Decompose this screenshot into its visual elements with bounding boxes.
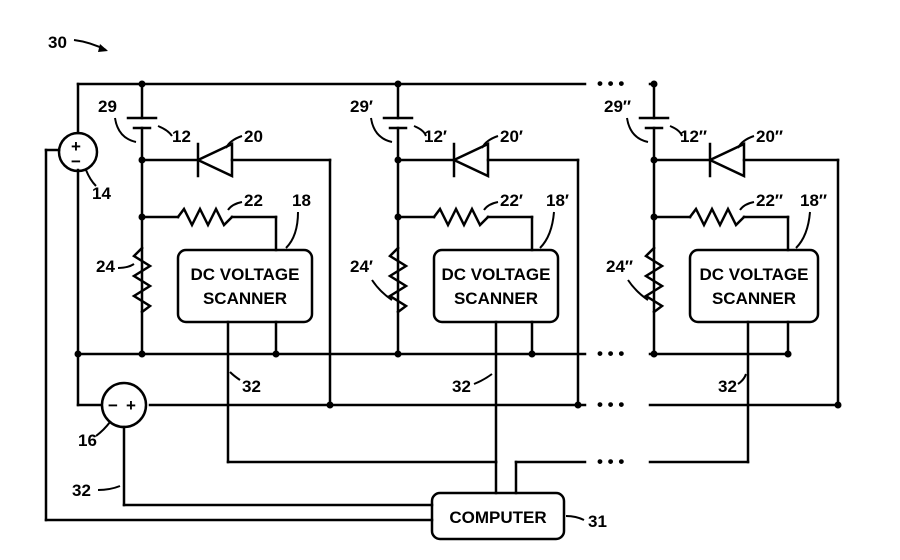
top-rail-ellipsis: • • • <box>597 74 624 93</box>
stage-3-scanner-box <box>688 248 820 324</box>
stage-3-resistor-top: 22″ <box>756 191 783 210</box>
stage-2-diode: 20′ <box>500 127 523 146</box>
figure-arrow-head <box>98 44 108 52</box>
stage-2-bus: 32 <box>452 377 471 396</box>
stage-2-battery-side: 29′ <box>350 97 373 116</box>
stage-1-scanner-ref: 18 <box>292 191 311 210</box>
voltage-source-14: + − 14 <box>57 131 111 203</box>
source-16-minus: − <box>108 396 118 415</box>
stage-1-bus: 32 <box>242 377 261 396</box>
stage-3-resistor-left: 24″ <box>606 257 633 276</box>
computer-ref: 31 <box>588 512 607 531</box>
stage-1: 29 12 20 22 DC VOLTAGE SCANNER 18 24 <box>96 80 334 464</box>
left-bus-ref: 32 <box>72 481 91 500</box>
stage-3-battery: 12″ <box>680 127 707 146</box>
stage-1-resistor-left: 24 <box>96 257 115 276</box>
computer-box: COMPUTER 31 <box>430 491 607 541</box>
stage-2-resistor-top: 22′ <box>500 191 523 210</box>
lower-rail-ellipsis: • • • <box>597 395 624 414</box>
stage-3-scanner-line1: DC VOLTAGE <box>700 265 809 284</box>
source-14-minus: − <box>71 152 81 171</box>
stage-2: 29′ 12′ 20′ 22′ DC VOLTAGE SCANNER 18′ 2… <box>350 80 582 464</box>
stage-3-diode: 20″ <box>756 127 783 146</box>
stage-2-scanner-ref: 18′ <box>546 191 569 210</box>
stage-3-battery-side: 29″ <box>604 97 631 116</box>
source-14-plus: + <box>71 137 81 156</box>
stage-1-scanner-line2: SCANNER <box>203 289 287 308</box>
figure-number: 30 <box>48 33 67 52</box>
stage-3-scanner-line2: SCANNER <box>712 289 796 308</box>
voltage-source-16: − + 16 <box>78 381 148 450</box>
stage-3-scanner-ref: 18″ <box>800 191 827 210</box>
stage-2-resistor-left: 24′ <box>350 257 373 276</box>
stage-2-battery: 12′ <box>424 127 447 146</box>
computer-label: COMPUTER <box>449 508 546 527</box>
source-16-plus: + <box>126 396 136 415</box>
stage-2-scanner-line1: DC VOLTAGE <box>442 265 551 284</box>
stage-1-battery: 12 <box>172 127 191 146</box>
source-16-ref: 16 <box>78 431 97 450</box>
stage-3: 29″ 12″ 20″ 22″ DC VOLTAGE SCANNER 18″ 2… <box>604 80 842 464</box>
stage-1-resistor-top: 22 <box>244 191 263 210</box>
source-14-ref: 14 <box>92 184 111 203</box>
bus-lower-ellipsis: • • • <box>597 452 624 471</box>
stage-1-scanner-line1: DC VOLTAGE <box>191 265 300 284</box>
stage-2-scanner-box <box>432 248 560 324</box>
stage-1-battery-side: 29 <box>98 97 117 116</box>
stage-3-bus: 32 <box>718 377 737 396</box>
stage-1-diode: 20 <box>244 127 263 146</box>
stage-2-scanner-line2: SCANNER <box>454 289 538 308</box>
middle-rail-ellipsis: • • • <box>597 344 624 363</box>
stage-1-scanner-box <box>176 248 314 324</box>
